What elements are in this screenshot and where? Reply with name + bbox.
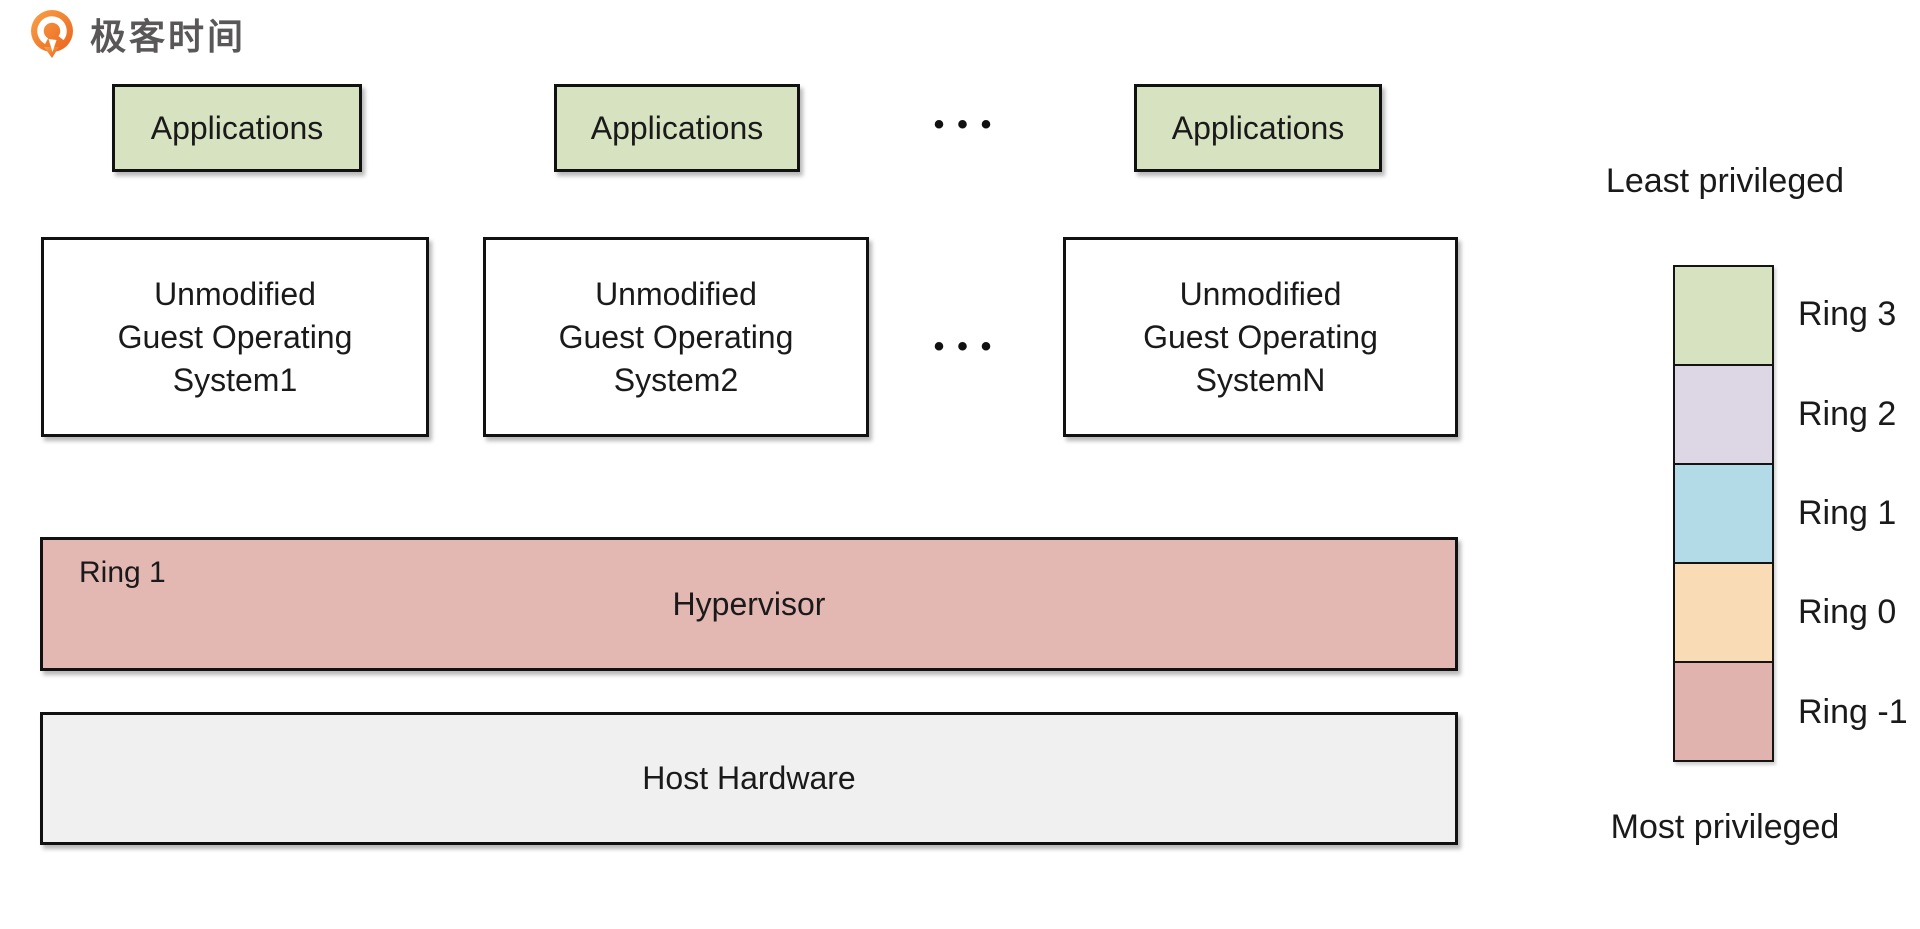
- applications-label: Applications: [150, 109, 324, 146]
- hypervisor-box: Ring 1 Hypervisor: [40, 537, 1458, 671]
- most-privileged-label: Most privileged: [1610, 808, 1840, 846]
- guest-os-line: System2: [613, 361, 739, 398]
- applications-label: Applications: [590, 109, 764, 146]
- applications-box-3: Applications: [1134, 84, 1382, 172]
- guest-os-line: System1: [172, 361, 298, 398]
- ring-3-cell: [1673, 265, 1774, 366]
- host-hardware-box: Host Hardware: [40, 712, 1458, 845]
- applications-box-1: Applications: [112, 84, 362, 172]
- guest-os-box-2: Unmodified Guest Operating System2: [483, 237, 869, 437]
- guest-os-box-1: Unmodified Guest Operating System1: [41, 237, 429, 437]
- geektime-logo-icon: [31, 10, 73, 58]
- ellipsis-dots-top: •••: [933, 108, 1005, 141]
- host-hardware-label: Host Hardware: [642, 760, 856, 796]
- least-privileged-label: Least privileged: [1605, 162, 1845, 200]
- ring-neg1-label: Ring -1: [1798, 692, 1908, 731]
- guest-os-line: Guest Operating: [1143, 318, 1378, 355]
- applications-label: Applications: [1171, 109, 1345, 146]
- guest-os-line: Unmodified: [1179, 275, 1342, 312]
- applications-box-2: Applications: [554, 84, 800, 172]
- hypervisor-ring-label: Ring 1: [79, 556, 166, 589]
- privilege-ring-labels: Ring 3 Ring 2 Ring 1 Ring 0 Ring -1: [1798, 265, 1908, 762]
- ring-3-label: Ring 3: [1798, 295, 1897, 334]
- brand-logo: 极客时间: [28, 8, 246, 60]
- hypervisor-label: Hypervisor: [672, 585, 826, 622]
- privilege-ring-stack: [1673, 265, 1774, 762]
- ring-0-label: Ring 0: [1798, 593, 1897, 632]
- ring-1-cell: [1673, 463, 1774, 564]
- ring-1-label: Ring 1: [1798, 494, 1897, 533]
- guest-os-box-3: Unmodified Guest Operating SystemN: [1063, 237, 1458, 437]
- guest-os-line: SystemN: [1195, 361, 1326, 398]
- guest-os-line: Unmodified: [154, 275, 316, 312]
- ring-2-cell: [1673, 364, 1774, 465]
- ring-0-cell: [1673, 562, 1774, 663]
- ellipsis-dots-middle: •••: [933, 330, 1005, 363]
- brand-name: 极客时间: [90, 16, 247, 57]
- guest-os-line: Guest Operating: [558, 318, 794, 355]
- ring-neg1-cell: [1673, 661, 1774, 762]
- guest-os-line: Unmodified: [595, 275, 757, 312]
- guest-os-line: Guest Operating: [117, 318, 353, 355]
- ring-2-label: Ring 2: [1798, 394, 1897, 433]
